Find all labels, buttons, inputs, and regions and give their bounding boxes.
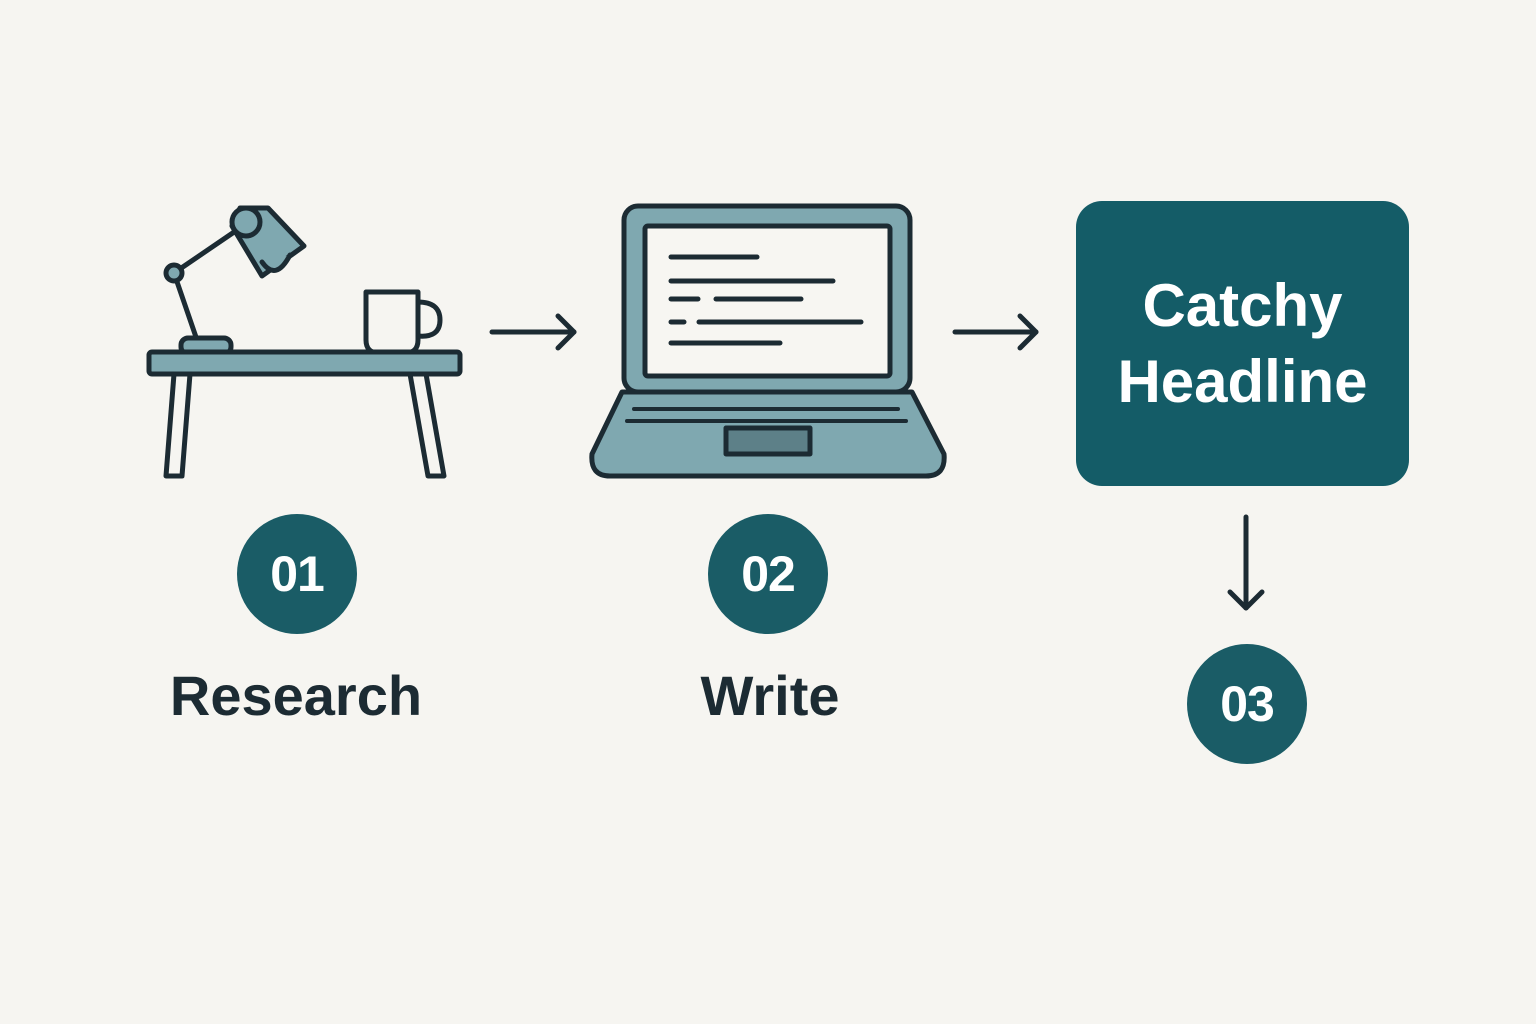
step-2-badge: 02 [708,514,828,634]
step-1-label: Research [126,664,466,728]
headline-text: Catchy Headline [1093,268,1393,420]
arrow-right-icon [488,310,580,354]
step-1-badge: 01 [237,514,357,634]
headline-card: Catchy Headline [1076,201,1409,486]
headline-line-1: Catchy [1093,268,1393,344]
step-3-badge: 03 [1187,644,1307,764]
desk-lamp-mug-icon [140,195,470,485]
step-2-label: Write [600,664,940,728]
arrow-down-icon [1222,512,1270,614]
laptop-icon [585,200,951,485]
headline-line-2: Headline [1093,344,1393,420]
arrow-right-icon [950,310,1042,354]
